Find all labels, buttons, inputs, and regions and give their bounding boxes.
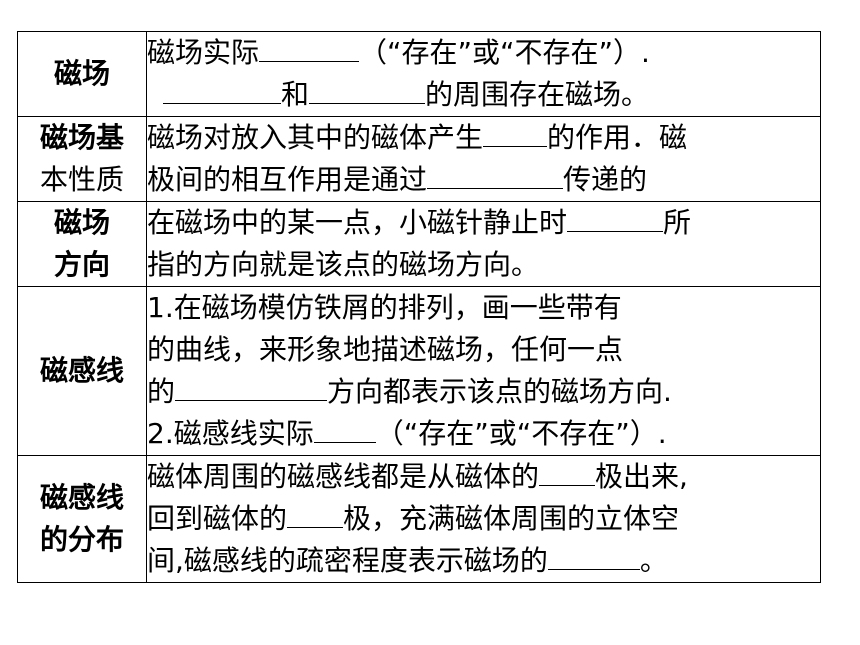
- row-content-field-lines: 1.在磁场模仿铁屑的排列，画一些带有 的曲线，来形象地描述磁场，任何一点 的 方向…: [146, 286, 821, 456]
- content-line: 极间的相互作用是通过 传递的: [147, 159, 820, 201]
- answer-blank[interactable]: [427, 160, 564, 189]
- content-line: 的 方向都表示该点的磁场方向.: [147, 371, 820, 413]
- answer-blank[interactable]: [567, 203, 664, 232]
- content-text: 间,磁感线的疏密程度表示磁场的: [147, 544, 548, 577]
- row-label-text: 方向: [53, 248, 110, 281]
- row-label-text: 磁感线: [39, 354, 124, 387]
- content-text: 。: [639, 544, 668, 577]
- answer-blank[interactable]: [483, 118, 548, 147]
- row-content-magnetic-field: 磁场实际 （“存在”或“不存在”）. 和 的周围存在磁场。: [146, 31, 821, 117]
- row-label-magnetic-field: 磁场: [17, 31, 147, 117]
- content-text: 的周围存在磁场。: [425, 78, 650, 111]
- answer-blank[interactable]: [309, 75, 426, 104]
- content-line: 1.在磁场模仿铁屑的排列，画一些带有: [147, 288, 820, 330]
- row-content-basic-property: 磁场对放入其中的磁体产生 的作用．磁 极间的相互作用是通过 传递的: [146, 116, 821, 202]
- content-text: 传递的: [563, 163, 648, 196]
- table-row-field-lines: 磁感线 1.在磁场模仿铁屑的排列，画一些带有 的曲线，来形象地描述磁场，任何一点…: [17, 286, 821, 456]
- content-line: 磁体周围的磁感线都是从磁体的 极出来,: [147, 457, 820, 499]
- table-row-line-distribution: 磁感线 的分布 磁体周围的磁感线都是从磁体的 极出来, 回到磁体的 极，充满磁体周围…: [17, 455, 821, 583]
- row-label-line-distribution: 磁感线 的分布: [17, 455, 147, 583]
- content-line: 间,磁感线的疏密程度表示磁场的 。: [147, 540, 820, 582]
- content-line: 的曲线，来形象地描述磁场，任何一点: [147, 329, 820, 371]
- content-text: 2.磁感线实际: [147, 417, 314, 450]
- content-line: 回到磁体的 极，充满磁体周围的立体空: [147, 498, 820, 540]
- content-text: 极出来,: [595, 460, 688, 493]
- row-label-basic-property: 磁场基 本性质: [17, 116, 147, 202]
- content-line: 指的方向就是该点的磁场方向。: [147, 244, 820, 286]
- content-line: 和 的周围存在磁场。: [148, 74, 820, 116]
- content-text: 磁场实际: [147, 36, 260, 69]
- row-label-text: 磁场: [53, 57, 110, 90]
- content-text: 的曲线，来形象地描述磁场，任何一点: [147, 333, 624, 366]
- content-line: 在磁场中的某一点，小磁针静止时 所: [147, 203, 820, 245]
- row-label-text: 本性质: [39, 163, 124, 196]
- content-text: 的: [147, 375, 176, 408]
- answer-blank[interactable]: [175, 372, 328, 401]
- content-text: 和: [281, 78, 310, 111]
- content-text: 方向都表示该点的磁场方向.: [327, 375, 672, 408]
- row-content-field-direction: 在磁场中的某一点，小磁针静止时 所 指的方向就是该点的磁场方向。: [146, 201, 821, 287]
- row-label-text: 磁场基: [39, 121, 124, 154]
- magnetic-field-table: 磁场 磁场实际 （“存在”或“不存在”）. 和 的周围存在磁场。 磁场基 本性质 磁…: [17, 31, 821, 583]
- content-text: （“存在”或“不存在”）.: [359, 36, 650, 69]
- answer-blank[interactable]: [313, 414, 376, 443]
- content-text: 磁体周围的磁感线都是从磁体的: [147, 460, 540, 493]
- content-text: 极，充满磁体周围的立体空: [343, 502, 680, 535]
- row-label-text: 的分布: [39, 523, 124, 556]
- content-line: 磁场对放入其中的磁体产生 的作用．磁: [147, 118, 820, 160]
- table-row-basic-property: 磁场基 本性质 磁场对放入其中的磁体产生 的作用．磁 极间的相互作用是通过 传递的: [17, 116, 821, 202]
- row-label-field-lines: 磁感线: [17, 286, 147, 456]
- content-text: 所: [663, 206, 692, 239]
- content-line: 2.磁感线实际 （“存在”或“不存在”）.: [147, 413, 820, 455]
- content-text: 1.在磁场模仿铁屑的排列，画一些带有: [147, 291, 622, 324]
- answer-blank[interactable]: [259, 33, 360, 62]
- content-line: 磁场实际 （“存在”或“不存在”）.: [147, 33, 820, 75]
- content-text: 在磁场中的某一点，小磁针静止时: [147, 206, 568, 239]
- answer-blank[interactable]: [547, 541, 640, 570]
- answer-blank[interactable]: [539, 457, 596, 486]
- content-text: （“存在”或“不存在”）.: [375, 417, 667, 450]
- content-text: 回到磁体的: [147, 502, 288, 535]
- row-content-line-distribution: 磁体周围的磁感线都是从磁体的 极出来, 回到磁体的 极，充满磁体周围的立体空 间,磁…: [146, 455, 821, 583]
- content-text: 的作用．磁: [547, 121, 688, 154]
- answer-blank[interactable]: [287, 499, 344, 528]
- content-text: 磁场对放入其中的磁体产生: [147, 121, 484, 154]
- table-row-field-direction: 磁场 方向 在磁场中的某一点，小磁针静止时 所 指的方向就是该点的磁场方向。: [17, 201, 821, 287]
- row-label-text: 磁场: [53, 206, 110, 239]
- answer-blank[interactable]: [163, 75, 281, 104]
- row-label-field-direction: 磁场 方向: [17, 201, 147, 287]
- row-label-text: 磁感线: [39, 481, 124, 514]
- content-text: 极间的相互作用是通过: [147, 163, 428, 196]
- table-row-magnetic-field: 磁场 磁场实际 （“存在”或“不存在”）. 和 的周围存在磁场。: [17, 31, 821, 117]
- content-text: 指的方向就是该点的磁场方向。: [147, 248, 540, 281]
